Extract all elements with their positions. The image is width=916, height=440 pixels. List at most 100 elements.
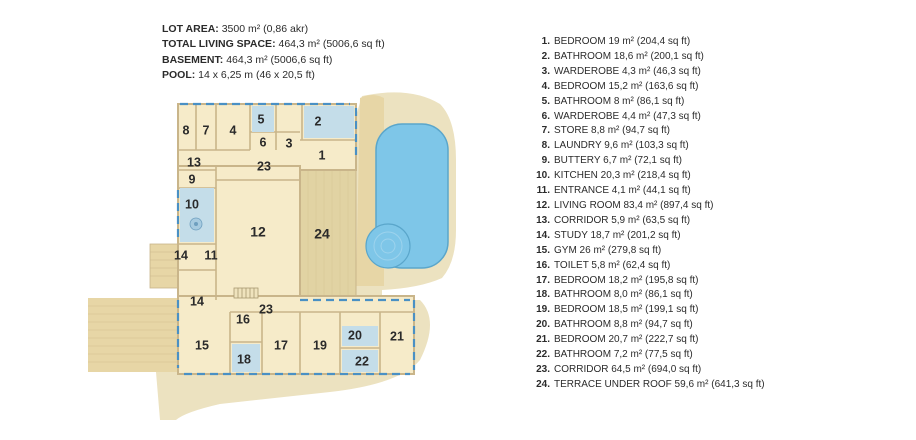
room-7-label: 7: [203, 123, 210, 137]
legend-item: 18.BATHROOM 8,0 m² (86,1 sq ft): [520, 288, 765, 303]
legend-text: ENTRANCE 4,1 m² (44,1 sq ft): [554, 185, 691, 197]
legend-text: TERRACE UNDER ROOF 59,6 m² (641,3 sq ft): [554, 378, 765, 390]
room-24-label: 24: [314, 226, 330, 242]
legend-item: 6. WARDEROBE 4,4 m² (47,3 sq ft): [520, 110, 765, 125]
room-6-label: 6: [260, 135, 267, 149]
legend-number: 21.: [536, 334, 550, 346]
legend-item: 1.BEDROOM 19 m² (204,4 sq ft): [520, 35, 765, 50]
legend-number: 8.: [541, 140, 550, 152]
room-17-label: 17: [274, 338, 288, 352]
legend-number: 18.: [536, 289, 550, 301]
legend-item: 5. BATHROOM 8 m² (86,1 sq ft): [520, 95, 765, 110]
room-15-label: 15: [195, 338, 209, 352]
legend-text: WARDEROBE 4,4 m² (47,3 sq ft): [554, 110, 701, 122]
pool-steps: [365, 223, 411, 269]
legend-text: BEDROOM 18,2 m² (195,8 sq ft): [554, 274, 699, 286]
legend-text: KITCHEN 20,3 m² (218,4 sq ft): [554, 170, 691, 182]
legend-number: 12.: [536, 199, 550, 211]
legend-item: 14. STUDY 18,7 m² (201,2 sq ft): [520, 229, 765, 244]
legend-text: BATHROOM 7,2 m² (77,5 sq ft): [554, 349, 693, 361]
windows: [176, 102, 416, 376]
legend-item: 8. LAUNDRY 9,6 m² (103,3 sq ft): [520, 139, 765, 154]
legend-number: 24.: [536, 378, 550, 390]
room-18-label: 18: [237, 352, 251, 366]
legend-number: 2.: [541, 50, 550, 62]
entrance-walkway: [88, 298, 178, 372]
legend-number: 15.: [536, 244, 550, 256]
legend-item: 22. BATHROOM 7,2 m² (77,5 sq ft): [520, 348, 765, 363]
legend-number: 4.: [541, 80, 550, 92]
legend-number: 5.: [541, 95, 550, 107]
summary-label: POOL:: [162, 68, 196, 81]
room-labels: 1 2 3 4 5 6 7 8 9 10 11 12 13 14 14 15 1…: [174, 112, 404, 368]
legend-item: 19.BEDROOM 18,5 m² (199,1 sq ft): [520, 303, 765, 318]
summary-row: POOL: 14 x 6,25 m (46 x 20,5 ft): [162, 68, 385, 83]
legend-text: TOILET 5,8 m² (62,4 sq ft): [554, 259, 671, 271]
legend-text: GYM 26 m² (279,8 sq ft): [554, 244, 662, 256]
terrace-24: [299, 165, 357, 303]
legend-item: 10. KITCHEN 20,3 m² (218,4 sq ft): [520, 169, 765, 184]
room-legend: 1.BEDROOM 19 m² (204,4 sq ft)2. BATHROOM …: [520, 35, 765, 393]
room-21-label: 21: [390, 329, 404, 343]
legend-number: 22.: [536, 349, 550, 361]
room-9-label: 9: [189, 172, 196, 186]
legend-item: 3. WARDEROBE 4,3 m² (46,3 sq ft): [520, 65, 765, 80]
legend-number: 3.: [541, 65, 550, 77]
legend-number: 10.: [536, 170, 550, 182]
legend-item: 11. ENTRANCE 4,1 m² (44,1 sq ft): [520, 184, 765, 199]
legend-item: 9.BUTTERY 6,7 m² (72,1 sq ft): [520, 154, 765, 169]
summary-row: BASEMENT: 464,3 m² (5006,6 sq ft): [162, 53, 385, 68]
legend-text: BATHROOM 8,8 m² (94,7 sq ft): [554, 319, 693, 331]
legend-text: BATHROOM 18,6 m² (200,1 sq ft): [554, 50, 704, 62]
staircase: [233, 287, 259, 299]
room-11-label: 11: [204, 248, 217, 262]
legend-item: 15. GYM 26 m² (279,8 sq ft): [520, 244, 765, 259]
room-20-label: 20: [348, 328, 362, 342]
room-14-label-b: 14: [190, 294, 204, 308]
room-23-label-b: 23: [259, 302, 273, 316]
legend-text: LIVING ROOM 83,4 m² (897,4 sq ft): [554, 199, 714, 211]
legend-item: 20.BATHROOM 8,8 m² (94,7 sq ft): [520, 318, 765, 333]
legend-item: 12. LIVING ROOM 83,4 m² (897,4 sq ft): [520, 199, 765, 214]
legend-number: 7.: [541, 125, 550, 137]
legend-item: 17.BEDROOM 18,2 m² (195,8 sq ft): [520, 274, 765, 289]
summary-label: TOTAL LIVING SPACE:: [162, 38, 276, 51]
legend-item: 4.BEDROOM 15,2 m² (163,6 sq ft): [520, 80, 765, 95]
legend-number: 14.: [536, 229, 550, 241]
legend-item: 24. TERRACE UNDER ROOF 59,6 m² (641,3 sq …: [520, 378, 765, 393]
legend-item: 7. STORE 8,8 m² (94,7 sq ft): [520, 124, 765, 139]
summary-row: TOTAL LIVING SPACE: 464,3 m² (5006,6 sq …: [162, 37, 385, 52]
bathroom-tiles: [180, 106, 378, 372]
room-10-label: 10: [185, 197, 199, 211]
legend-number: 9.: [541, 155, 550, 167]
legend-text: STORE 8,8 m² (94,7 sq ft): [554, 125, 670, 137]
legend-item: 21. BEDROOM 20,7 m² (222,7 sq ft): [520, 333, 765, 348]
summary-label: LOT AREA:: [162, 23, 219, 35]
legend-text: BEDROOM 19 m² (204,4 sq ft): [554, 36, 691, 47]
summary-value: 464,3 m² (5006,6 sq ft): [226, 53, 333, 66]
room-3-label: 3: [286, 136, 293, 150]
legend-text: BEDROOM 20,7 m² (222,7 sq ft): [554, 334, 699, 346]
legend-text: BEDROOM 18,5 m² (199,1 sq ft): [554, 304, 699, 316]
room-23-label-a: 23: [257, 159, 271, 173]
room-4-label: 4: [230, 123, 237, 137]
room-2-label: 2: [315, 114, 322, 128]
legend-number: 13.: [536, 214, 550, 226]
room-5-label: 5: [258, 112, 265, 126]
legend-item: 16.TOILET 5,8 m² (62,4 sq ft): [520, 259, 765, 274]
legend-text: STUDY 18,7 m² (201,2 sq ft): [554, 229, 681, 241]
legend-item: 13.CORRIDOR 5,9 m² (63,5 sq ft): [520, 214, 765, 229]
kitchen-table-icon: [189, 217, 203, 231]
legend-item: 23.CORRIDOR 64,5 m² (694,0 sq ft): [520, 363, 765, 378]
entry-steps: [149, 243, 181, 289]
legend-number: 11.: [536, 185, 550, 197]
legend-number: 23.: [536, 363, 550, 375]
legend-text: WARDEROBE 4,3 m² (46,3 sq ft): [554, 65, 701, 77]
legend-item: 2. BATHROOM 18,6 m² (200,1 sq ft): [520, 50, 765, 65]
terrace-planks: [307, 166, 349, 302]
room-22-label: 22: [355, 354, 369, 368]
legend-text: BATHROOM 8 m² (86,1 sq ft): [554, 95, 685, 107]
legend-number: 6.: [541, 110, 550, 122]
legend-text: LAUNDRY 9,6 m² (103,3 sq ft): [554, 140, 689, 152]
